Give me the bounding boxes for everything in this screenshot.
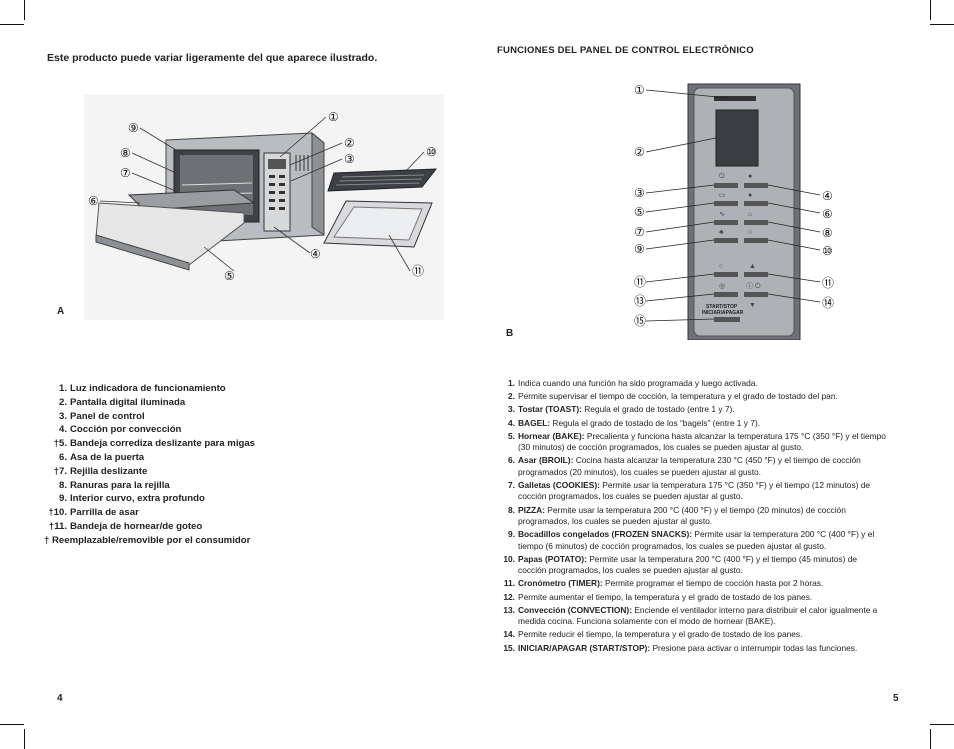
- list-item: 8.PIZZA: Permite usar la temperatura 200…: [508, 504, 846, 527]
- svg-text:♣: ♣: [719, 229, 724, 236]
- start-stop-text: START/STOP: [706, 304, 738, 310]
- crop-mark: [0, 724, 24, 725]
- callout-2: ②: [344, 136, 355, 150]
- svg-text:▲: ▲: [749, 263, 756, 270]
- list-item: 7.Galletas (COOKIES): Permite usar la te…: [508, 480, 871, 502]
- list-item: 1.Indica cuando una función ha sido prog…: [508, 378, 758, 388]
- list-item: †7.Rejilla deslizante: [53, 465, 148, 477]
- callout-3: ③: [634, 186, 645, 200]
- functions-list: 1.Indica cuando una función ha sido prog…: [497, 378, 887, 656]
- callout-10: ⑩: [822, 244, 833, 258]
- list-item: 2.Permite supervisar el tiempo de cocció…: [508, 391, 838, 402]
- list-item: 10.Papas (POTATO): Permite usar la tempe…: [503, 553, 858, 576]
- crop-mark: [930, 0, 931, 20]
- list-item: 6.Asar (BROIL): Cocina hasta alcanzar la…: [508, 455, 861, 477]
- svg-text:⌂: ⌂: [748, 211, 752, 218]
- svg-text:●: ●: [748, 192, 752, 199]
- list-item: 15.INICIAR/APAGAR (START/STOP): Presione…: [503, 642, 858, 653]
- list-item: 2.Pantalla digital iluminada: [58, 396, 186, 408]
- replaceable-footnote: † Reemplazable/removible por el consumid…: [44, 534, 251, 546]
- callout-10: ⑩: [426, 145, 437, 159]
- callout-1: ①: [634, 83, 645, 97]
- svg-text:○: ○: [748, 229, 752, 236]
- list-item: 8.Ranuras para la rejilla: [58, 479, 170, 491]
- crop-mark: [930, 724, 954, 725]
- callout-6: ⑥: [822, 207, 833, 221]
- crop-mark: [930, 729, 931, 749]
- svg-text:◎: ◎: [719, 283, 725, 290]
- list-item: 14.Permite reducir el tiempo, la tempera…: [503, 629, 803, 640]
- list-item: 5.Hornear (BAKE): Precalienta y funciona…: [508, 430, 886, 453]
- page-number-right: 5: [893, 693, 899, 704]
- figure-label-a: A: [57, 306, 65, 317]
- svg-text:∿: ∿: [719, 211, 725, 218]
- callout-6: ⑥: [88, 194, 99, 208]
- list-item: 13.Convección (CONVECTION): Enciende el …: [503, 604, 878, 627]
- crop-mark: [24, 729, 25, 749]
- list-item: †5.Bandeja corrediza deslizante para mig…: [53, 438, 256, 450]
- callout-8: ⑧: [822, 226, 833, 240]
- list-item: 6.Asa de la puerta: [58, 451, 145, 463]
- callout-1: ①: [328, 110, 339, 124]
- callout-9: ⑨: [128, 121, 139, 135]
- crop-mark: [24, 0, 25, 20]
- list-item: 9.Interior curvo, extra profundo: [58, 493, 205, 505]
- callout-4: ④: [822, 189, 833, 203]
- list-item: 9.Bocadillos congelados (FROZEN SNACKS):…: [508, 529, 875, 551]
- callout-5: ⑤: [224, 269, 235, 283]
- callout-11: ⑪: [412, 264, 424, 278]
- list-item: 3.Tostar (TOAST): Regula el grado de tos…: [508, 404, 735, 415]
- list-item: 12. Permite aumentar el tiempo, la tempe…: [503, 591, 813, 602]
- control-panel-illustration: ⏻ ● ▭ ● ∿ ⌂ ♣ ○ ○ ▲ ◎ ⓘ ⏻ ▼ START/STOP INICIAR…: [634, 83, 834, 340]
- callout-3: ③: [344, 152, 355, 166]
- disclaimer-title: Este producto puede variar ligeramente d…: [47, 52, 378, 64]
- svg-text:ⓘ ⏻: ⓘ ⏻: [746, 282, 761, 290]
- callout-12: ⑪: [822, 276, 834, 290]
- callout-9: ⑨: [634, 242, 645, 256]
- callout-7: ⑦: [634, 225, 645, 239]
- parts-list: 1.Luz indicadora de funcionamiento 2.Pan…: [44, 382, 255, 548]
- callout-15: ⑮: [634, 314, 646, 328]
- iniciar-apagar-text: INICIAR/APAGAR: [702, 310, 744, 316]
- callout-13: ⑬: [634, 294, 646, 308]
- list-item: 4.Cocción por convección: [58, 424, 182, 436]
- callout-8: ⑧: [120, 146, 131, 160]
- svg-text:▼: ▼: [749, 302, 756, 309]
- callout-14: ⑭: [822, 296, 834, 310]
- panel-functions-title: FUNCIONES DEL PANEL DE CONTROL ELECTRÓNI…: [497, 45, 754, 56]
- callout-5: ⑤: [634, 205, 645, 219]
- svg-text:○: ○: [719, 263, 723, 270]
- list-item: 4.BAGEL: Regula el grado de tostado de l…: [508, 417, 761, 428]
- svg-text:⏻: ⏻: [719, 172, 725, 180]
- figure-label-b: B: [506, 328, 514, 339]
- list-item: †10.Parrilla de asar: [48, 507, 139, 519]
- callout-7: ⑦: [120, 166, 131, 180]
- callout-2: ②: [634, 145, 645, 159]
- crop-mark: [0, 24, 24, 25]
- crop-mark: [930, 24, 954, 25]
- callout-4: ④: [310, 247, 321, 261]
- callout-11: ⑪: [634, 275, 646, 289]
- page-number-left: 4: [57, 693, 63, 704]
- svg-text:●: ●: [748, 173, 752, 180]
- list-item: †11.Bandeja de hornear/de goteo: [48, 520, 203, 532]
- svg-text:▭: ▭: [719, 192, 726, 199]
- toaster-oven-illustration: ① ② ③ ④ ⑤ ⑥ ⑦ ⑧ ⑨ ⑩ ⑪: [84, 95, 444, 320]
- list-item: 3.Panel de control: [58, 410, 145, 422]
- list-item: 11. Cronómetro (TIMER): Permite programa…: [503, 578, 824, 589]
- list-item: 1.Luz indicadora de funcionamiento: [58, 383, 226, 394]
